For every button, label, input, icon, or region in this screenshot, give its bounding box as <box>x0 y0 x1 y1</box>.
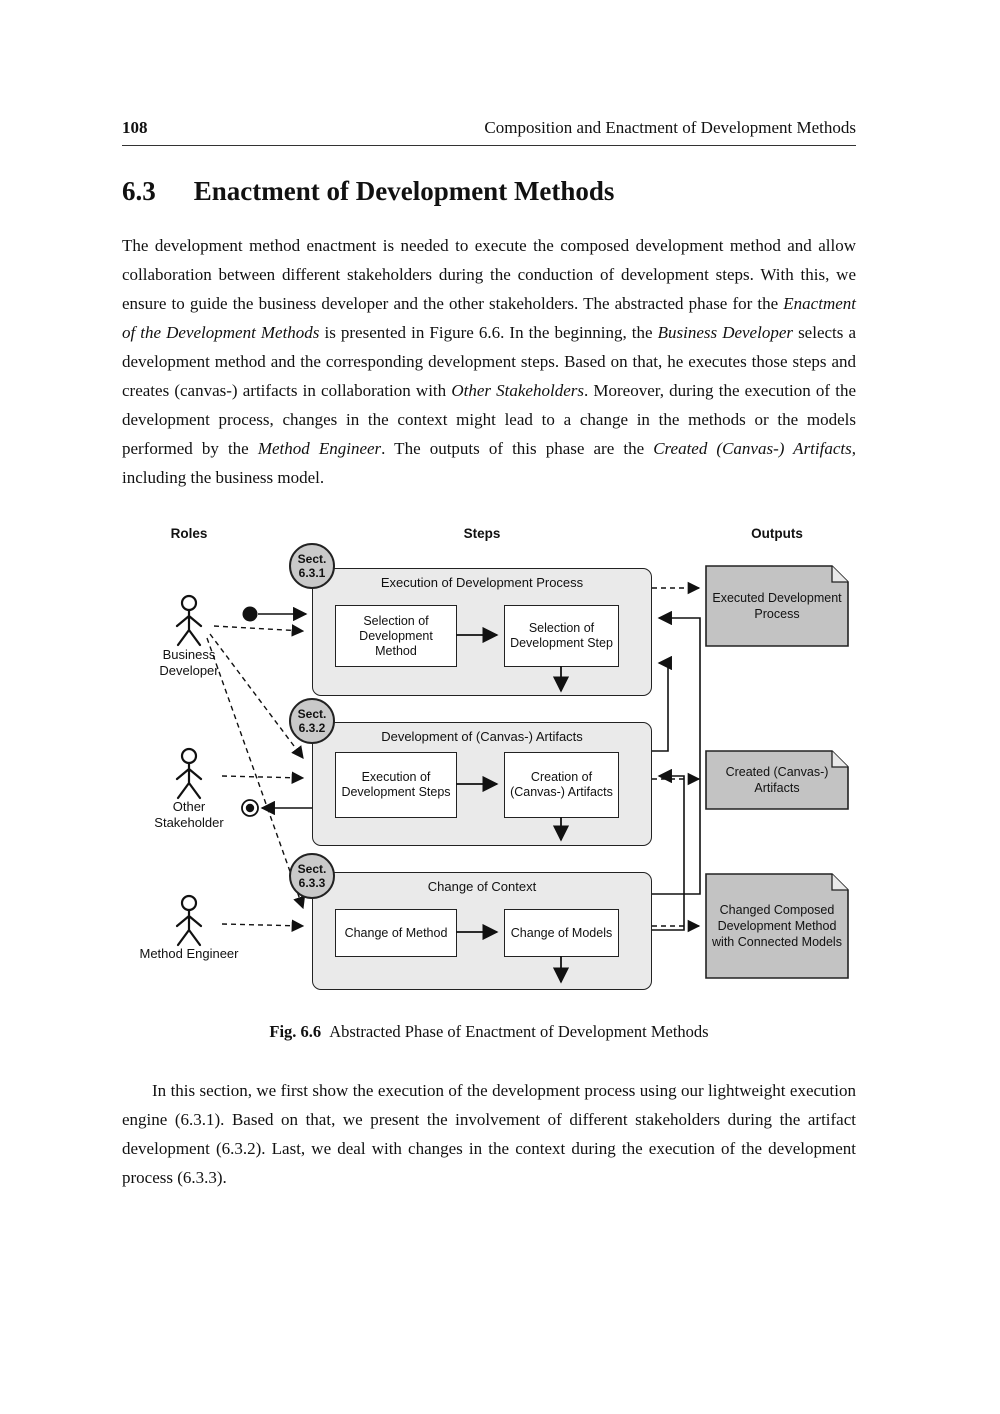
final-node <box>241 799 259 817</box>
role-label-business-developer: Business Developer <box>159 647 219 678</box>
node-creation-of-canvas-artifacts: Creation of (Canvas-) Artifacts <box>504 752 619 818</box>
intro-seg-5: Other Stakeholders <box>451 381 584 400</box>
intro-seg-7: Method Engineer <box>257 439 382 458</box>
frame3-title: Change of Context <box>427 879 537 894</box>
intro-seg-4: selects a development method and the cor… <box>122 323 856 400</box>
role-label-other-stakeholder: Other Stakeholder <box>154 799 224 830</box>
closing-paragraph: In this section, we first show the execu… <box>122 1081 856 1187</box>
role-label-method-engineer: Method Engineer <box>139 946 239 961</box>
intro-seg-6: . Moreover, during the execution of the … <box>122 381 857 458</box>
loop-frame3-to-frame1 <box>652 610 701 895</box>
dashed-arrow-bd-to-frame1 <box>213 624 305 637</box>
section-title: Enactment of Development Methods <box>193 176 615 206</box>
loop-frame2-to-frame1 <box>652 655 672 752</box>
section-heading: 6.3 Enactment of Development Methods <box>122 176 856 207</box>
intro-seg-2: is presented in Figure 6.6. In the begin… <box>319 323 658 342</box>
intro-seg-3: Business Developer <box>657 323 793 342</box>
dashed-arrow-os-to-frame2 <box>221 771 305 785</box>
badge1-number: 6.3.1 <box>298 566 326 580</box>
page-number: 108 <box>122 118 148 137</box>
badge1-word: Sect. <box>297 552 327 566</box>
column-header-outputs: Outputs <box>751 526 803 541</box>
dashed-arrow-me-to-frame3 <box>221 919 305 933</box>
badge2-word: Sect. <box>297 707 327 721</box>
output-executed-development-process: Executed Development Process <box>712 591 842 621</box>
intro-seg-8: . The outputs of this phase are the <box>381 439 654 458</box>
figure-6-6: Roles Steps Outputs Execution of Develop… <box>122 526 856 1042</box>
method-engineer-actor-icon <box>175 894 203 947</box>
badge3-word: Sect. <box>297 862 327 876</box>
output-changed-composed-method: Changed Composed Development Method with… <box>712 903 842 949</box>
badge-sect-6-3-1: Sect. 6.3.1 <box>289 543 335 589</box>
node-change-of-method: Change of Method <box>335 909 457 957</box>
figure-caption: Fig. 6.6 Abstracted Phase of Enactment of… <box>122 1022 856 1042</box>
frame-execution-of-development-process: Execution of Development Process Selecti… <box>312 568 652 696</box>
node-change-of-models: Change of Models <box>504 909 619 957</box>
intro-seg-10: , including the business model. <box>122 439 856 487</box>
intro-seg-1: Enactment of the Development Methods <box>122 294 856 342</box>
intro-seg-9: Created (Canvas-) Artifacts <box>653 439 852 458</box>
figure-caption-text: Abstracted Phase of Enactment of Develop… <box>329 1022 709 1041</box>
frame-change-of-context: Change of Context Change of Method Chang… <box>312 872 652 990</box>
intro-seg-0: The development method enactment is need… <box>122 236 856 313</box>
business-developer-actor-icon <box>175 594 203 647</box>
page-content: 108 Composition and Enactment of Develop… <box>122 118 856 1192</box>
node-selection-of-development-step: Selection of Development Step <box>504 605 619 667</box>
node-selection-of-development-method: Selection of Development Method <box>335 605 457 667</box>
output-created-canvas-artifacts: Created (Canvas-) Artifacts <box>725 765 829 795</box>
running-header: 108 Composition and Enactment of Develop… <box>122 118 856 146</box>
badge-sect-6-3-2: Sect. 6.3.2 <box>289 698 335 744</box>
figure-caption-label: Fig. 6.6 <box>269 1022 322 1041</box>
badge-sect-6-3-3: Sect. 6.3.3 <box>289 853 335 899</box>
frame1-title: Execution of Development Process <box>380 575 584 590</box>
figure-diagram: Roles Steps Outputs Execution of Develop… <box>122 526 856 1004</box>
column-header-roles: Roles <box>170 526 208 541</box>
initial-node <box>242 606 258 622</box>
loop-frame3-to-frame2 <box>652 768 685 931</box>
frame-development-of-canvas-artifacts: Development of (Canvas-) Artifacts Execu… <box>312 722 652 846</box>
badge3-number: 6.3.3 <box>298 876 326 890</box>
intro-paragraph: The development method enactment is need… <box>122 231 856 492</box>
section-number: 6.3 <box>122 176 156 206</box>
column-header-steps: Steps <box>463 526 501 541</box>
badge2-number: 6.3.2 <box>298 721 326 735</box>
frame2-title: Development of (Canvas-) Artifacts <box>381 729 583 744</box>
running-title: Composition and Enactment of Development… <box>484 118 856 137</box>
other-stakeholder-actor-icon <box>175 747 203 800</box>
node-execution-of-development-steps: Execution of Development Steps <box>335 752 457 818</box>
